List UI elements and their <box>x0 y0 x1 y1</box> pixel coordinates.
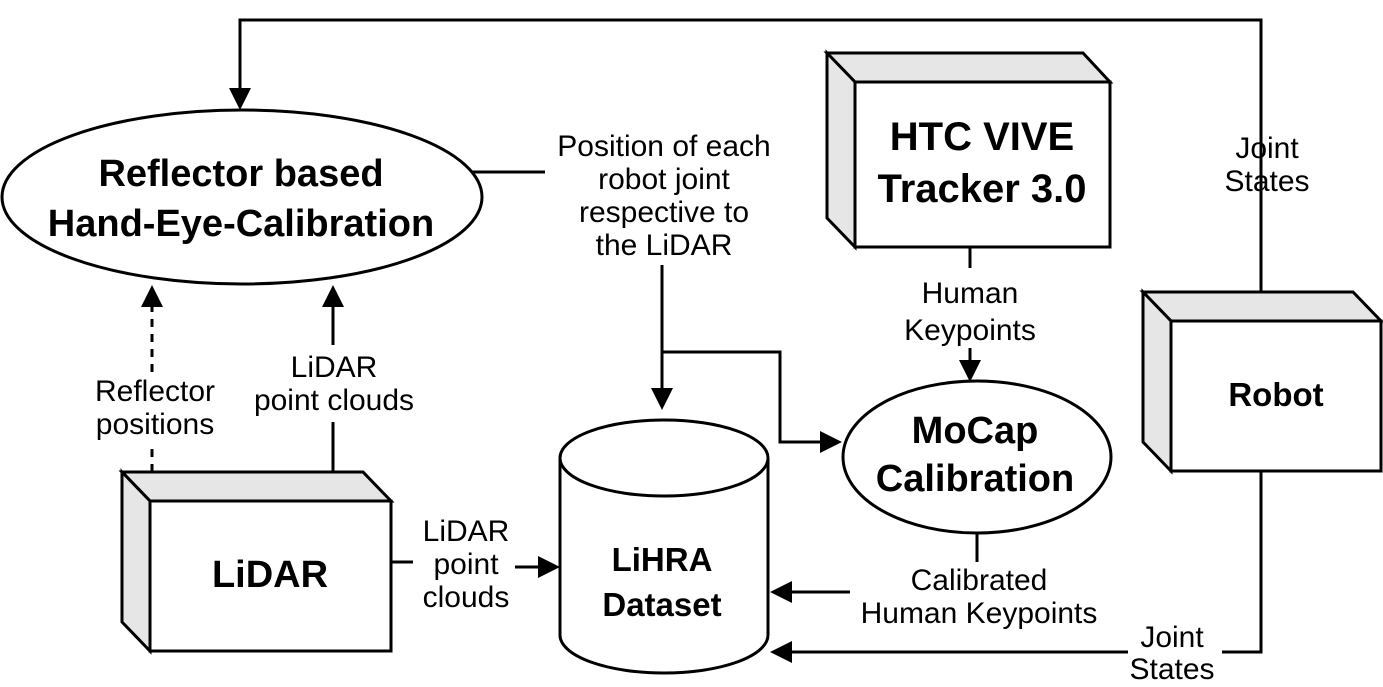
edge-mocap-to-dataset <box>770 534 979 603</box>
edge-position-to-dataset <box>472 170 842 453</box>
lidar-pc-up-line1: LiDAR <box>291 351 378 384</box>
label-reflector-positions: Reflector positions <box>95 375 215 441</box>
lihra-dataset-node: LiHRA Dataset <box>558 418 770 675</box>
label-position: Position of each robot joint respective … <box>557 130 770 262</box>
joint-states-top-line1: Joint <box>1235 132 1299 165</box>
lidar-pc-right-line2: point <box>433 548 499 581</box>
hand-eye-title-line1: Reflector based <box>98 153 383 195</box>
position-line4: the LiDAR <box>596 229 733 262</box>
position-line3: respective to <box>579 196 749 229</box>
joint-states-bottom-line2: States <box>1129 653 1214 686</box>
lihra-title-line2: Dataset <box>602 586 721 623</box>
position-line1: Position of each <box>557 130 770 163</box>
edge-joint-states-to-hand-eye <box>229 18 1263 292</box>
joint-states-top-line2: States <box>1224 165 1309 198</box>
mocap-title-line1: MoCap <box>912 410 1039 452</box>
lidar-pc-right-line3: clouds <box>423 581 510 614</box>
lidar-pc-right-line1: LiDAR <box>423 515 510 548</box>
edge-htc-to-mocap <box>959 247 981 382</box>
mocap-title-line2: Calibration <box>876 458 1074 500</box>
lidar-node: LiDAR <box>118 468 395 655</box>
label-calibrated-keypoints: Calibrated Human Keypoints <box>861 564 1098 630</box>
edge-robot-to-dataset <box>770 471 1263 663</box>
joint-states-bottom-line1: Joint <box>1140 621 1204 654</box>
edge-lidar-to-dataset <box>391 556 560 578</box>
edge-reflector-positions-to-hand-eye <box>141 285 163 472</box>
label-lidar-pointclouds-up: LiDAR point clouds <box>254 351 414 417</box>
htc-title-line1: HTC VIVE <box>890 115 1074 159</box>
human-keypoints-line1: Human <box>922 277 1019 310</box>
robot-node: Robot <box>1139 288 1383 475</box>
calibrated-keypoints-line2: Human Keypoints <box>861 597 1098 630</box>
hand-eye-title-line2: Hand-Eye-Calibration <box>48 203 434 245</box>
human-keypoints-line2: Keypoints <box>904 314 1036 347</box>
calibrated-keypoints-line1: Calibrated <box>911 564 1048 597</box>
reflector-positions-line2: positions <box>96 408 214 441</box>
label-joint-states-bottom: Joint States <box>1129 621 1214 686</box>
mocap-calibration-node: MoCap Calibration <box>841 379 1113 535</box>
label-lidar-pointclouds-right: LiDAR point clouds <box>423 515 510 614</box>
edge-lidar-pointclouds-to-hand-eye <box>322 285 344 472</box>
lidar-title: LiDAR <box>212 554 328 596</box>
reflector-positions-line1: Reflector <box>95 375 215 408</box>
robot-title: Robot <box>1228 376 1323 413</box>
label-joint-states-top: Joint States <box>1224 132 1309 198</box>
lidar-pc-up-line2: point clouds <box>254 384 414 417</box>
hand-eye-calibration-node: Reflector based Hand-Eye-Calibration <box>0 108 484 286</box>
position-line2: robot joint <box>598 163 730 196</box>
lihra-title-line1: LiHRA <box>612 541 713 578</box>
label-human-keypoints: Human Keypoints <box>904 277 1036 347</box>
htc-vive-tracker-node: HTC VIVE Tracker 3.0 <box>823 49 1114 251</box>
htc-title-line2: Tracker 3.0 <box>877 167 1086 211</box>
